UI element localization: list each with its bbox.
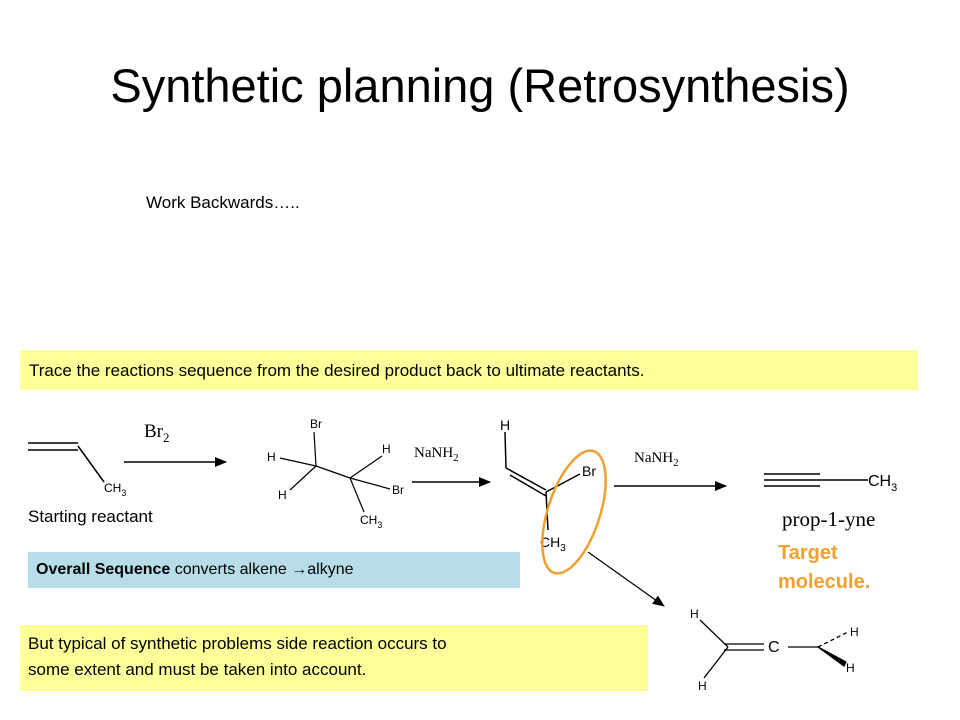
side-h-right-top: H	[850, 625, 859, 639]
side-h-bottom: H	[698, 679, 707, 693]
target-line2: molecule.	[778, 571, 871, 593]
reagent-br2: Br2	[144, 421, 170, 445]
slide-title: Synthetic planning (Retrosynthesis)	[110, 59, 850, 112]
vinyl-ch: CH3	[540, 534, 566, 554]
slide-subtitle: Work Backwards…..	[146, 193, 300, 212]
vinyl-br: Br	[582, 463, 596, 479]
side-h-top: H	[690, 607, 699, 621]
trace-note-box: Trace the reactions sequence from the de…	[20, 350, 918, 390]
trace-note-text: Trace the reactions sequence from the de…	[29, 361, 645, 380]
arrow-icon: →	[291, 561, 308, 578]
overall-sequence-text: Overall Sequence converts alkene →alkyne	[36, 561, 354, 579]
vinyl-h: H	[500, 417, 510, 433]
dibromide-br-top: Br	[310, 417, 322, 431]
dibromide-br-right: Br	[392, 483, 404, 497]
dibromide-h-right: H	[382, 442, 391, 456]
vinyl-bromide-structure	[504, 431, 581, 531]
target-molecule-label: Target molecule.	[778, 539, 870, 597]
side-reaction-line1: But typical of synthetic problems side r…	[28, 634, 447, 653]
side-reaction-line2: some extent and must be taken into accou…	[28, 660, 367, 679]
starting-reactant-label: Starting reactant	[28, 507, 153, 526]
target-line1: Target	[778, 542, 838, 564]
propyne-structure	[764, 473, 868, 487]
reagent-nanh2-1: NaNH2	[414, 445, 459, 464]
propene-structure	[28, 442, 105, 483]
product-name: prop-1-yne	[782, 507, 875, 531]
overall-sequence-middle: converts alkene	[170, 561, 292, 578]
dibromide-ch: CH3	[360, 513, 382, 530]
overall-sequence-box: Overall Sequence converts alkene →alkyne	[28, 552, 520, 588]
overall-sequence-bold: Overall Sequence	[36, 561, 171, 578]
overall-sequence-end: alkyne	[307, 561, 354, 578]
side-reaction-box: But typical of synthetic problems side r…	[20, 625, 648, 691]
side-product-structure	[699, 619, 849, 679]
dibromide-h-bottom: H	[278, 488, 287, 502]
side-c: C	[768, 639, 780, 656]
dibromide-structure	[279, 431, 391, 513]
side-reaction-arrow	[587, 551, 665, 607]
dibromide-h-left: H	[267, 450, 276, 464]
reagent-nanh2-2: NaNH2	[634, 450, 679, 469]
propyne-ch: CH3	[868, 473, 897, 494]
side-h-right-bottom: H	[846, 661, 855, 675]
propene-ch: CH3	[104, 481, 126, 498]
highlight-ellipse	[541, 449, 607, 575]
